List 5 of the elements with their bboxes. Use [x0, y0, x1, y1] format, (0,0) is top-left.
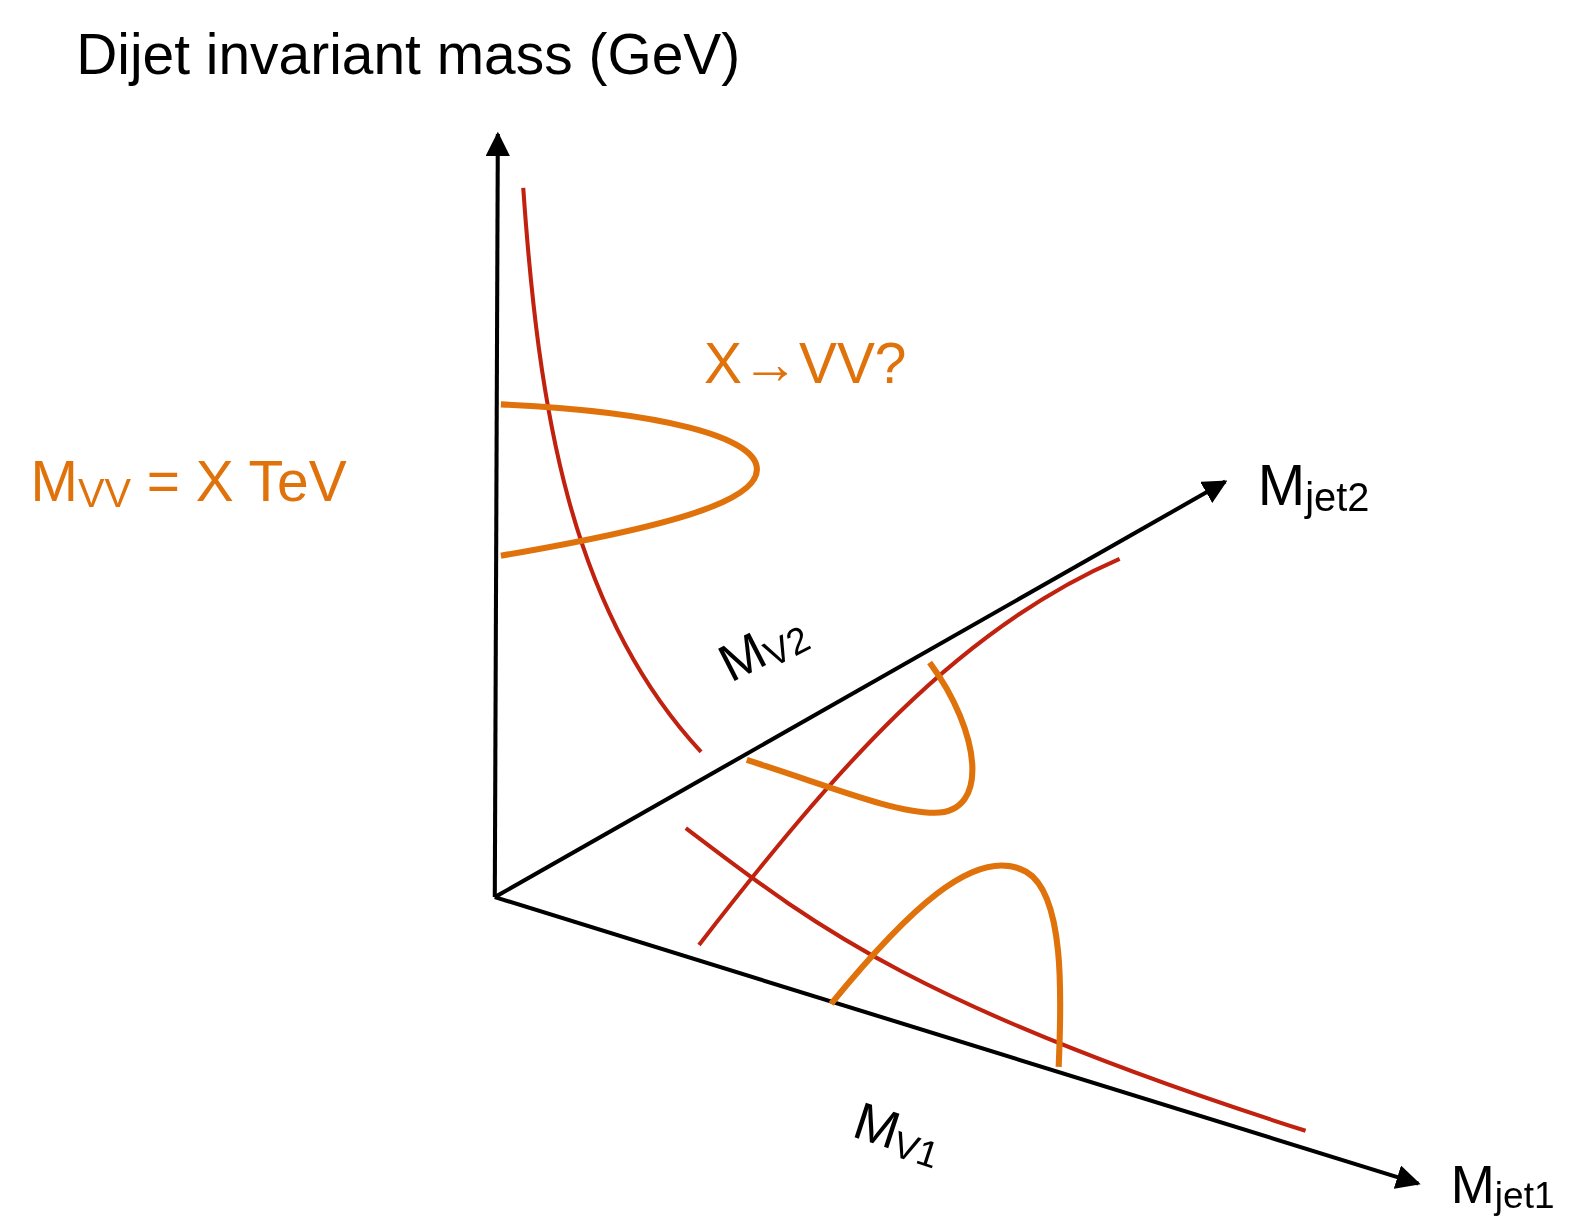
- resonance-mass-label: M$_{VV}$ = X TeV: [30, 453, 347, 514]
- axis-title: Dijet invariant mass (GeV): [76, 26, 741, 84]
- signal-hypothesis-label: X→VV?: [704, 335, 907, 393]
- axis-label: M$_{jet2}$: [1257, 457, 1370, 518]
- axis-label: M$_{jet1}$: [1450, 1158, 1555, 1215]
